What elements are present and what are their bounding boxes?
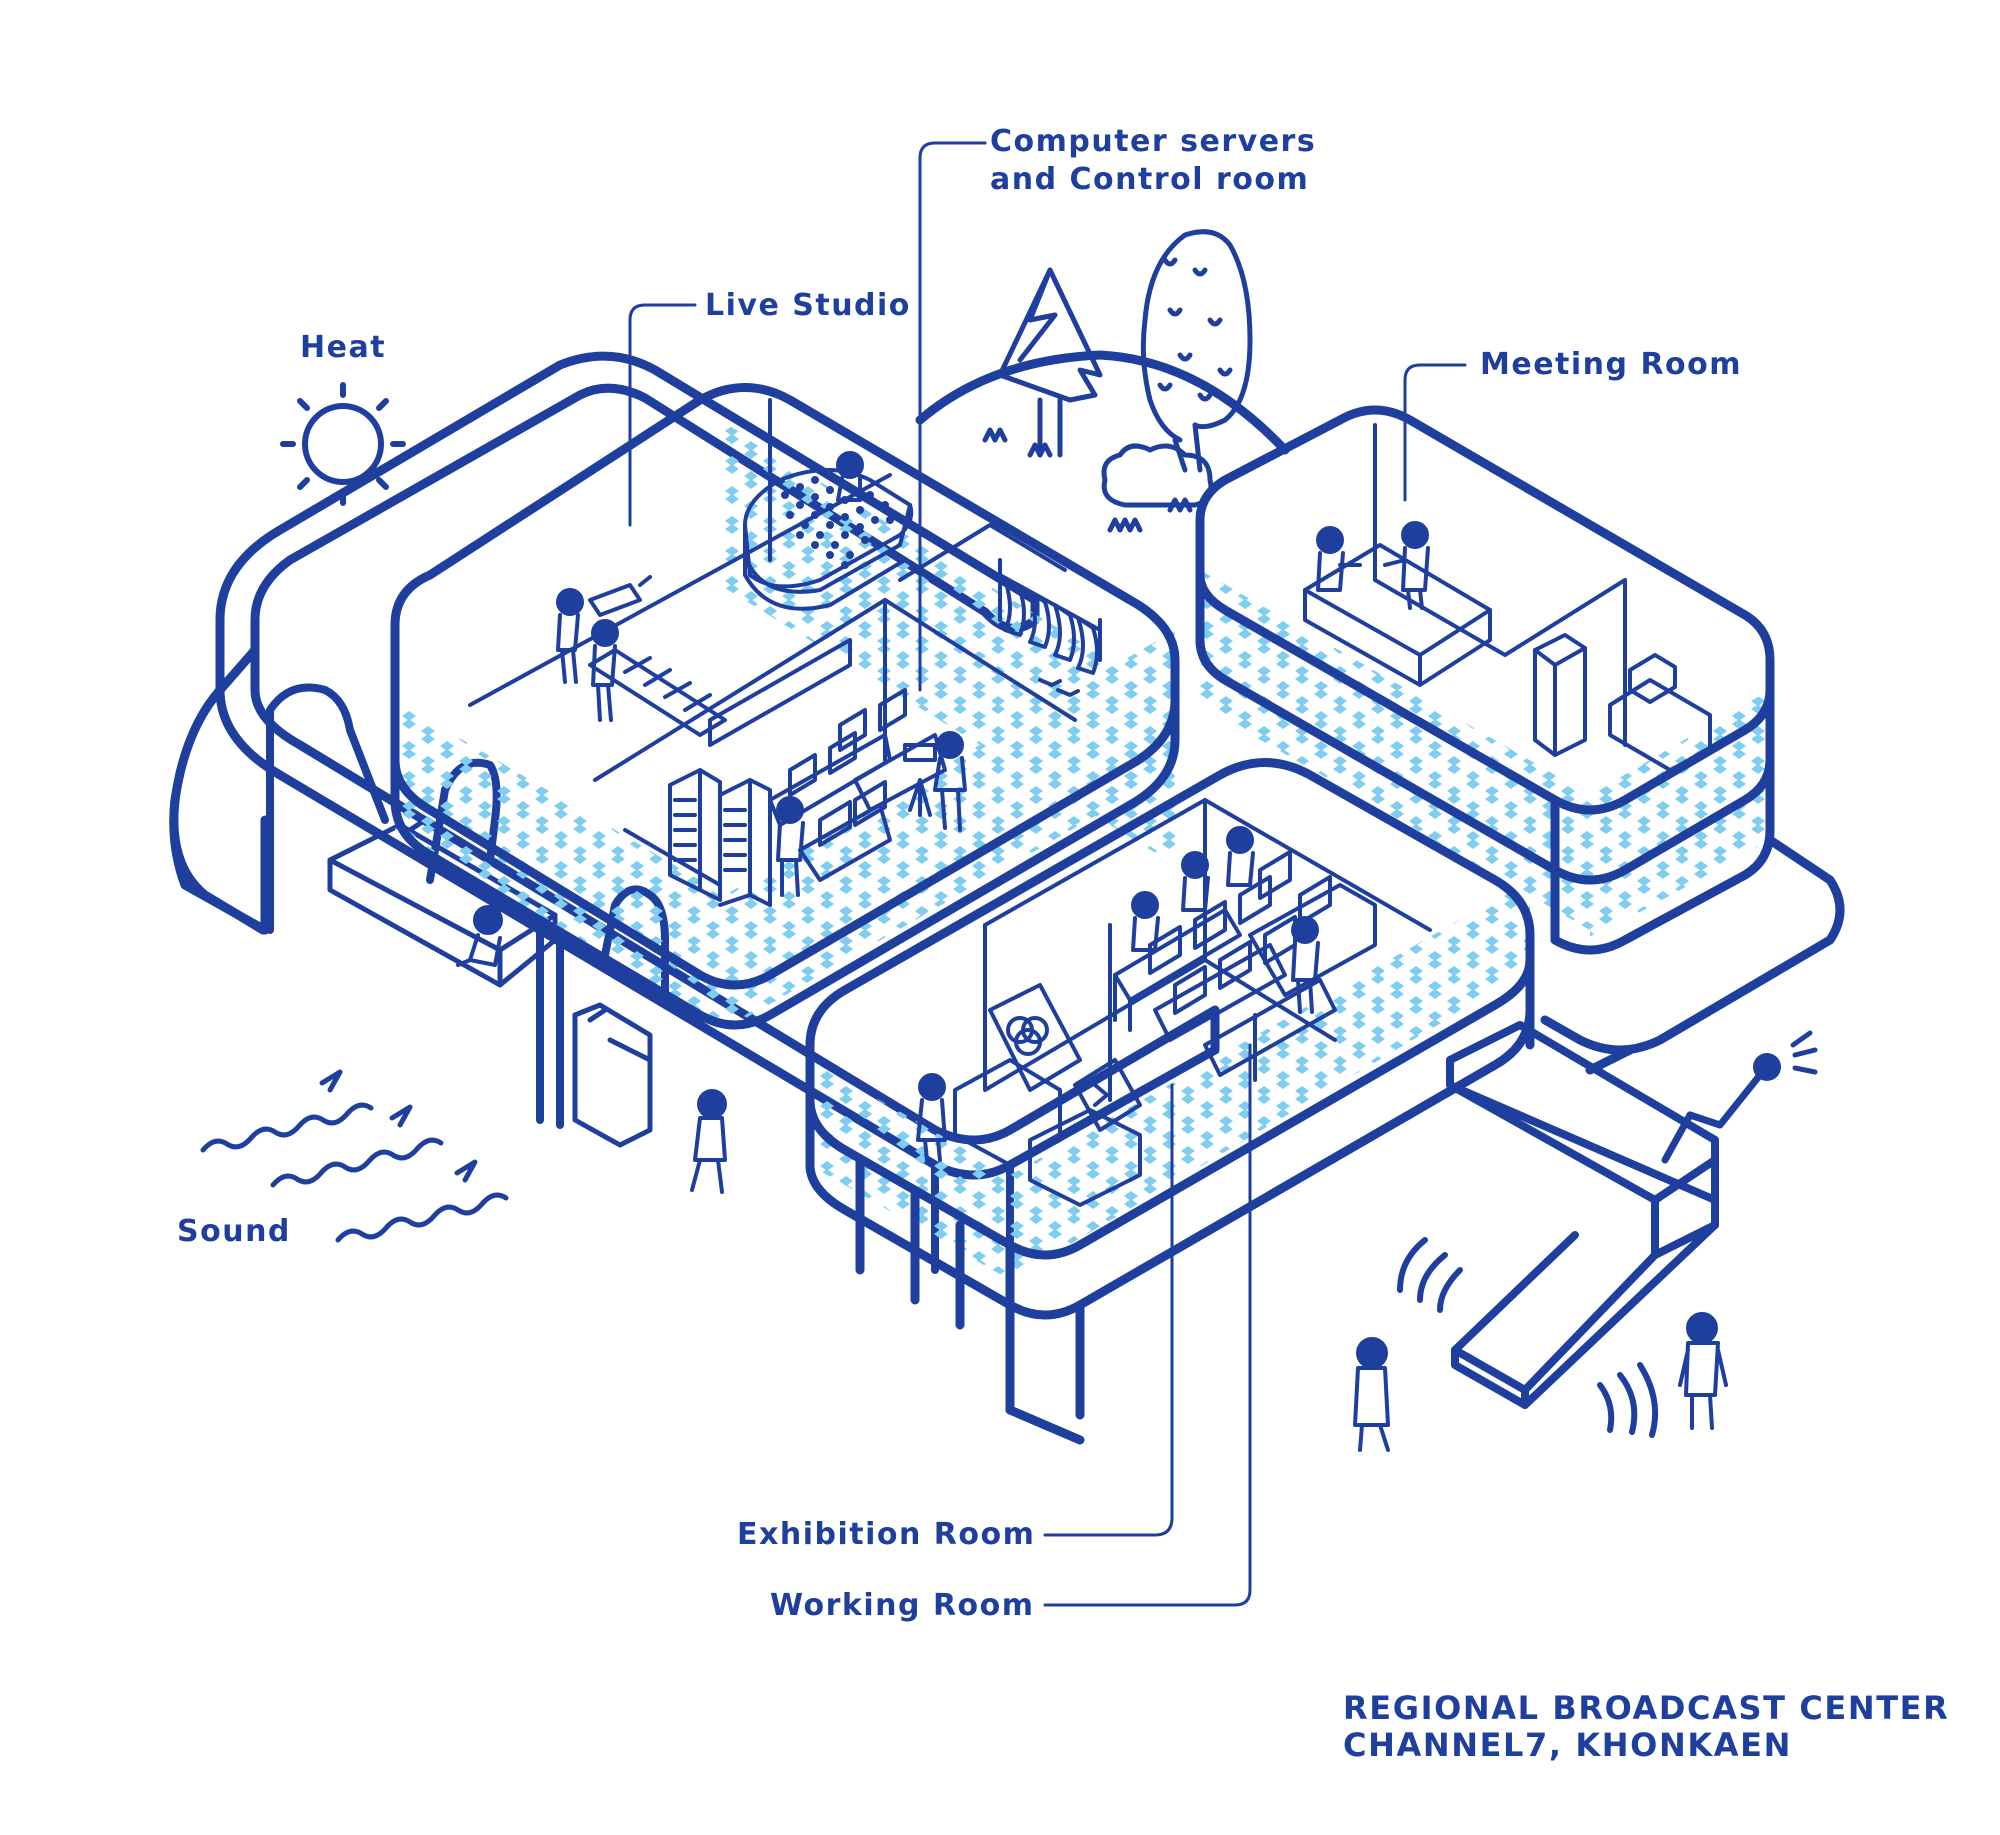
wireless-signal-icon [1790, 1030, 1818, 1075]
heat-label: Heat [300, 330, 387, 365]
servers-label-line2: and Control room [990, 162, 1310, 197]
sound-label: Sound [177, 1214, 291, 1249]
meeting-room-pod [1195, 405, 1845, 1075]
meeting-room-label: Meeting Room [1480, 347, 1743, 382]
sound-wave-icon [200, 1069, 509, 1243]
exhibition-room-label: Exhibition Room [737, 1517, 1036, 1552]
garden-trees [915, 229, 1290, 533]
working-room-pod [805, 758, 1535, 1445]
title-line1: REGIONAL BROADCAST CENTER [1343, 1689, 1950, 1727]
entrance-signal-arcs [1397, 1237, 1659, 1438]
sun-icon [280, 382, 406, 506]
servers-label-line1: Computer servers [990, 124, 1317, 159]
leader-lines [628, 141, 1467, 1607]
antenna-tip [1753, 1053, 1781, 1081]
live-studio-label: Live Studio [705, 288, 911, 323]
title-line2: CHANNEL7, KHONKAEN [1343, 1726, 1792, 1764]
working-room-label: Working Room [770, 1588, 1035, 1623]
leader-working-room [1043, 1043, 1252, 1607]
live-studio-pod [390, 383, 1180, 1030]
leader-meeting-room [1403, 363, 1467, 502]
entrance-canopy [1446, 1021, 1719, 1409]
leader-servers [918, 141, 987, 692]
broadcast-antenna-icon [1661, 1071, 1764, 1164]
leader-exhibition-room [1043, 1083, 1174, 1537]
people-figures [456, 451, 1728, 1452]
leader-live-studio [628, 303, 697, 527]
